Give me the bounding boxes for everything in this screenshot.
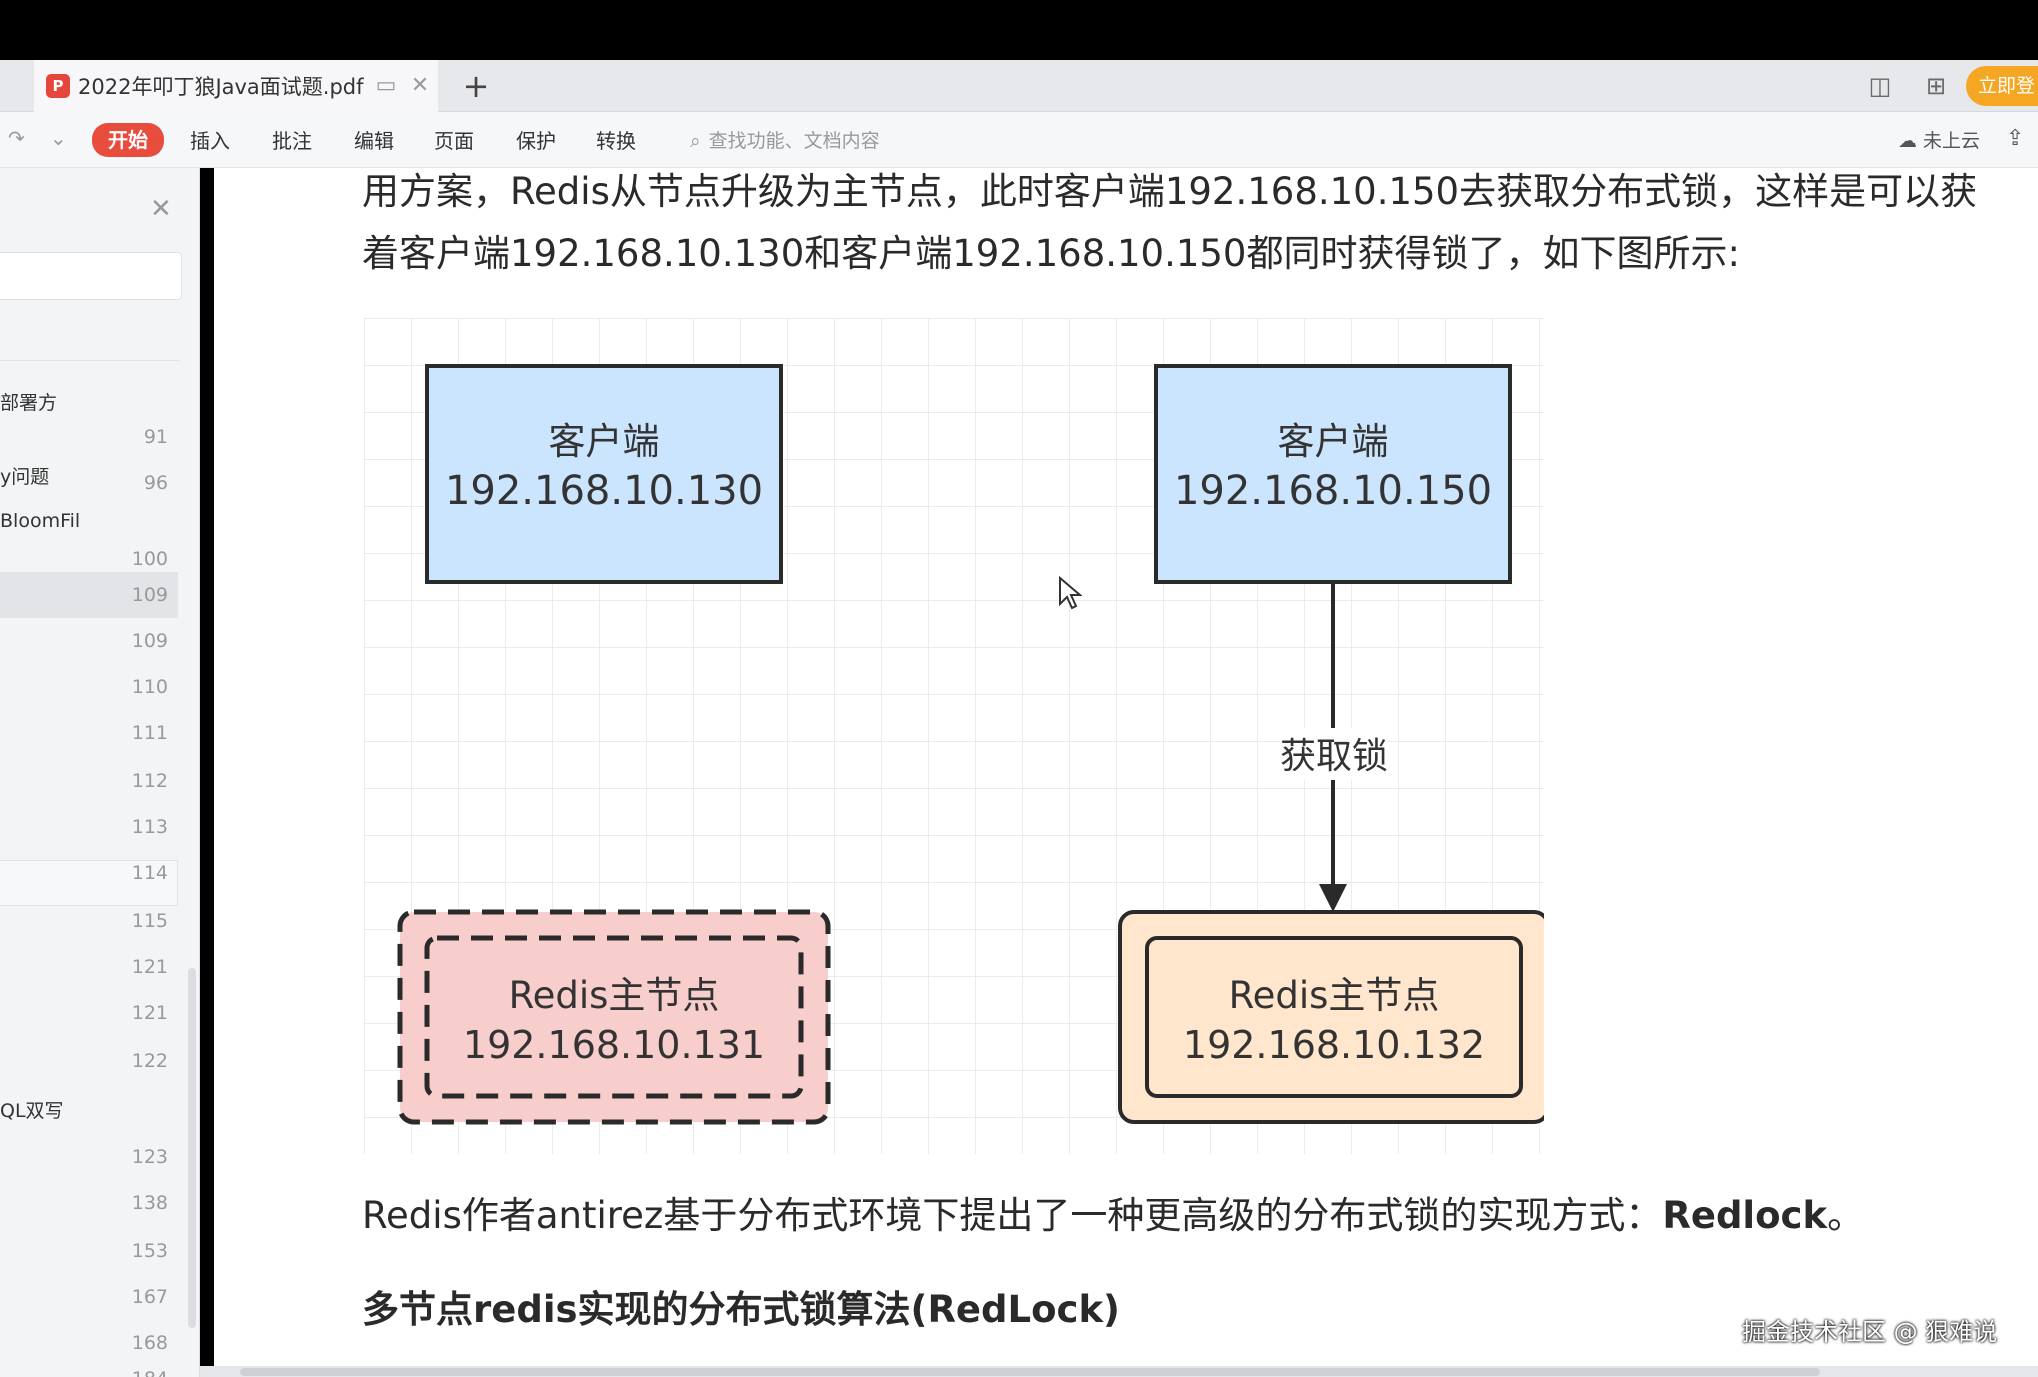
cloud-label: 未上云 — [1923, 130, 1981, 152]
reading-layout-icon[interactable]: ◫ — [1868, 72, 1892, 100]
menu-edit[interactable]: 编辑 — [354, 129, 394, 153]
tab-pdf-document[interactable]: P 2022年叩丁狼Java面试题.pdf — [34, 60, 438, 112]
watermark-text: 掘金技术社区 @ 狠难说 — [1742, 1318, 1998, 1346]
horizontal-scrollbar-thumb[interactable] — [240, 1368, 1820, 1376]
outline-item-page[interactable]: 110 — [131, 676, 168, 698]
menu-page[interactable]: 页面 — [434, 129, 474, 153]
client-node-ip: 192.168.10.150 — [1174, 468, 1492, 514]
outline-item-page[interactable]: 121 — [131, 956, 168, 978]
outline-search-input[interactable] — [0, 252, 182, 300]
outline-item-text[interactable]: QL双写 — [0, 1100, 64, 1122]
menu-insert[interactable]: 插入 — [190, 129, 230, 153]
login-button[interactable]: 立即登 — [1966, 66, 2038, 106]
outline-item-page[interactable]: 91 — [143, 426, 168, 448]
customize-chevron-icon[interactable]: ⌄ — [50, 126, 67, 150]
outline-item-page[interactable]: 138 — [131, 1192, 168, 1214]
outline-item-page[interactable]: 167 — [131, 1286, 168, 1308]
menu-start[interactable]: 开始 — [92, 123, 164, 157]
sidebar-scrollbar[interactable] — [188, 968, 196, 1328]
redis-node-ip: 192.168.10.132 — [1183, 1023, 1485, 1067]
outline-item-page[interactable]: 122 — [131, 1050, 168, 1072]
outline-item-page[interactable]: 112 — [131, 770, 168, 792]
grid-view-icon[interactable]: ⊞ — [1925, 72, 1947, 100]
client-node-ip: 192.168.10.130 — [445, 468, 763, 514]
document-page: 用方案，Redis从节点升级为主节点，此时客户端192.168.10.150去获… — [214, 168, 2038, 1377]
redo-icon[interactable]: ↷ — [8, 126, 25, 150]
redlock-end: 。 — [1827, 1194, 1865, 1237]
outline-item-page[interactable]: 109 — [131, 584, 168, 606]
paragraph-line: 用方案，Redis从节点升级为主节点，此时客户端192.168.10.150去获… — [362, 170, 1978, 213]
redis-node-ip: 192.168.10.131 — [463, 1023, 765, 1067]
close-icon[interactable]: ✕ — [150, 194, 172, 224]
outline-item-page[interactable]: 115 — [131, 910, 168, 932]
outline-item-page[interactable]: 168 — [131, 1332, 168, 1354]
outline-item-page[interactable]: 184 — [0, 1368, 168, 1377]
ribbon-toolbar: ↷ ⌄ 开始 插入 批注 编辑 页面 保护 转换 ⌕ 查找功能、文档内容 ☁ 未… — [0, 112, 2038, 168]
section-heading: 多节点redis实现的分布式锁算法(RedLock) — [362, 1288, 1120, 1331]
share-icon[interactable]: ⇪ — [2006, 126, 2025, 151]
new-tab-button[interactable]: + — [462, 67, 490, 105]
redis-master-node-132: Redis主节点 192.168.10.132 — [1118, 910, 1544, 1124]
mouse-cursor-icon — [1059, 576, 1082, 610]
outline-item-page[interactable]: 123 — [131, 1146, 168, 1168]
outline-item-page[interactable]: 96 — [143, 472, 168, 494]
outline-item-page[interactable]: 100 — [131, 548, 168, 570]
redis-node-title: Redis主节点 — [509, 974, 720, 1017]
menu-protect[interactable]: 保护 — [516, 129, 556, 153]
tab-close-icon[interactable]: ✕ — [410, 73, 430, 98]
outline-item-page[interactable]: 113 — [131, 816, 168, 838]
acquire-lock-arrow: 获取锁 — [1280, 582, 1388, 912]
paragraph-redlock: Redis作者antirez基于分布式环境下提出了一种更高级的分布式锁的实现方式… — [362, 1192, 1864, 1240]
client-node-title: 客户端 — [1278, 420, 1389, 463]
client-node-130: 客户端 192.168.10.130 — [425, 364, 783, 584]
tab-title: 2022年叩丁狼Java面试题.pdf — [78, 75, 364, 99]
outline-sidebar: ✕ 部署方 91 y问题 96 BloomFil 100 109 109 110… — [0, 168, 200, 1377]
pdf-file-icon: P — [46, 74, 70, 98]
redis-node-title: Redis主节点 — [1229, 974, 1440, 1017]
cloud-icon: ☁ — [1898, 130, 1917, 152]
paragraph-line: 着客户端192.168.10.130和客户端192.168.10.150都同时获… — [362, 232, 1740, 275]
outline-item-text[interactable]: BloomFil — [0, 510, 81, 532]
menu-annotate[interactable]: 批注 — [272, 129, 312, 153]
search-placeholder: 查找功能、文档内容 — [708, 130, 880, 152]
client-node-150: 客户端 192.168.10.150 — [1154, 364, 1512, 584]
outline-item-page[interactable]: 111 — [131, 722, 168, 744]
redlock-intro-text: Redis作者antirez基于分布式环境下提出了一种更高级的分布式锁的实现方式… — [362, 1194, 1663, 1237]
redlock-term: Redlock — [1662, 1194, 1828, 1237]
search-icon: ⌕ — [690, 130, 701, 152]
arrow-label: 获取锁 — [1280, 736, 1388, 777]
outline-item-page[interactable]: 109 — [131, 630, 168, 652]
search-box[interactable]: ⌕ 查找功能、文档内容 — [690, 126, 880, 156]
top-black-bar — [0, 0, 2038, 60]
distributed-lock-diagram: 客户端 192.168.10.130 客户端 192.168.10.150 获取… — [364, 318, 1544, 1154]
outline-item-text[interactable]: 部署方 — [0, 392, 58, 414]
outline-item-page[interactable]: 121 — [131, 1002, 168, 1024]
outline-item-selected-bg — [0, 572, 178, 618]
outline-item-page[interactable]: 153 — [131, 1240, 168, 1262]
outline-item-hover-bg — [0, 860, 178, 906]
redis-master-node-131: Redis主节点 192.168.10.131 — [397, 909, 831, 1125]
divider — [0, 360, 180, 361]
tab-pin-icon[interactable]: ▭ — [375, 73, 397, 98]
client-node-title: 客户端 — [549, 420, 660, 463]
menu-convert[interactable]: 转换 — [596, 129, 636, 153]
cloud-status[interactable]: ☁ 未上云 — [1898, 126, 1980, 156]
outline-item-text[interactable]: y问题 — [0, 466, 50, 488]
tab-bar: P 2022年叩丁狼Java面试题.pdf ▭ ✕ + ◫ ⊞ 立即登 — [0, 60, 2038, 112]
outline-item-page[interactable]: 114 — [131, 862, 168, 884]
